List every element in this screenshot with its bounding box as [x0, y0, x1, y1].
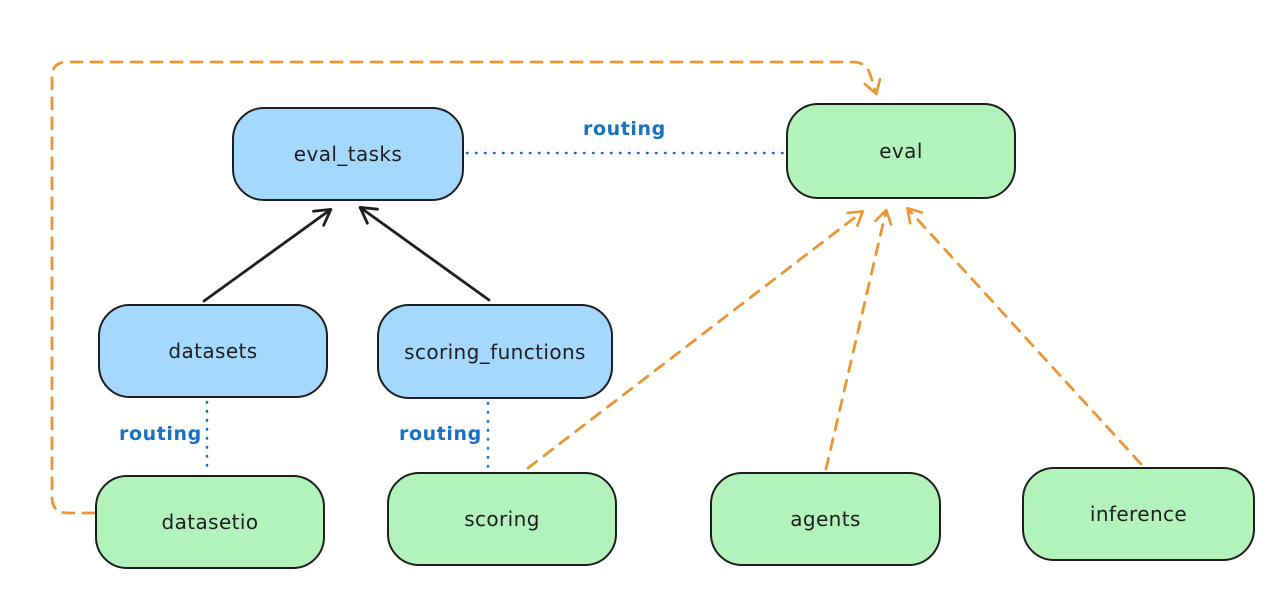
edge-datasets-to-eval_tasks — [202, 207, 333, 303]
node-eval_tasks-label: eval_tasks — [293, 142, 403, 166]
node-datasets-label: datasets — [168, 339, 258, 363]
edge-inference-to-eval — [906, 206, 1143, 466]
node-eval[interactable]: eval — [786, 103, 1016, 199]
edge-datasetio-to-eval-loop — [50, 60, 882, 515]
node-inference-label: inference — [1089, 502, 1188, 526]
edge-scoring_functions-to-eval_tasks — [358, 205, 491, 302]
node-datasetio-label: datasetio — [161, 510, 259, 534]
edge-label-routing-datasets: routing — [119, 423, 202, 445]
edge-label-routing-scoring: routing — [399, 423, 482, 445]
node-agents[interactable]: agents — [710, 472, 941, 566]
node-scoring[interactable]: scoring — [387, 472, 617, 566]
edge-scoring-to-eval — [526, 210, 865, 470]
edge-label-routing-top: routing — [583, 118, 666, 140]
node-inference[interactable]: inference — [1022, 467, 1255, 561]
node-scoring_functions[interactable]: scoring_functions — [377, 304, 613, 399]
node-agents-label: agents — [790, 507, 861, 531]
edge-agents-to-eval — [824, 208, 893, 471]
node-scoring-label: scoring — [464, 507, 540, 531]
node-eval-label: eval — [879, 139, 923, 163]
node-scoring_functions-label: scoring_functions — [404, 339, 586, 364]
node-datasetio[interactable]: datasetio — [95, 475, 325, 569]
node-datasets[interactable]: datasets — [98, 304, 328, 398]
node-eval_tasks[interactable]: eval_tasks — [232, 107, 464, 201]
